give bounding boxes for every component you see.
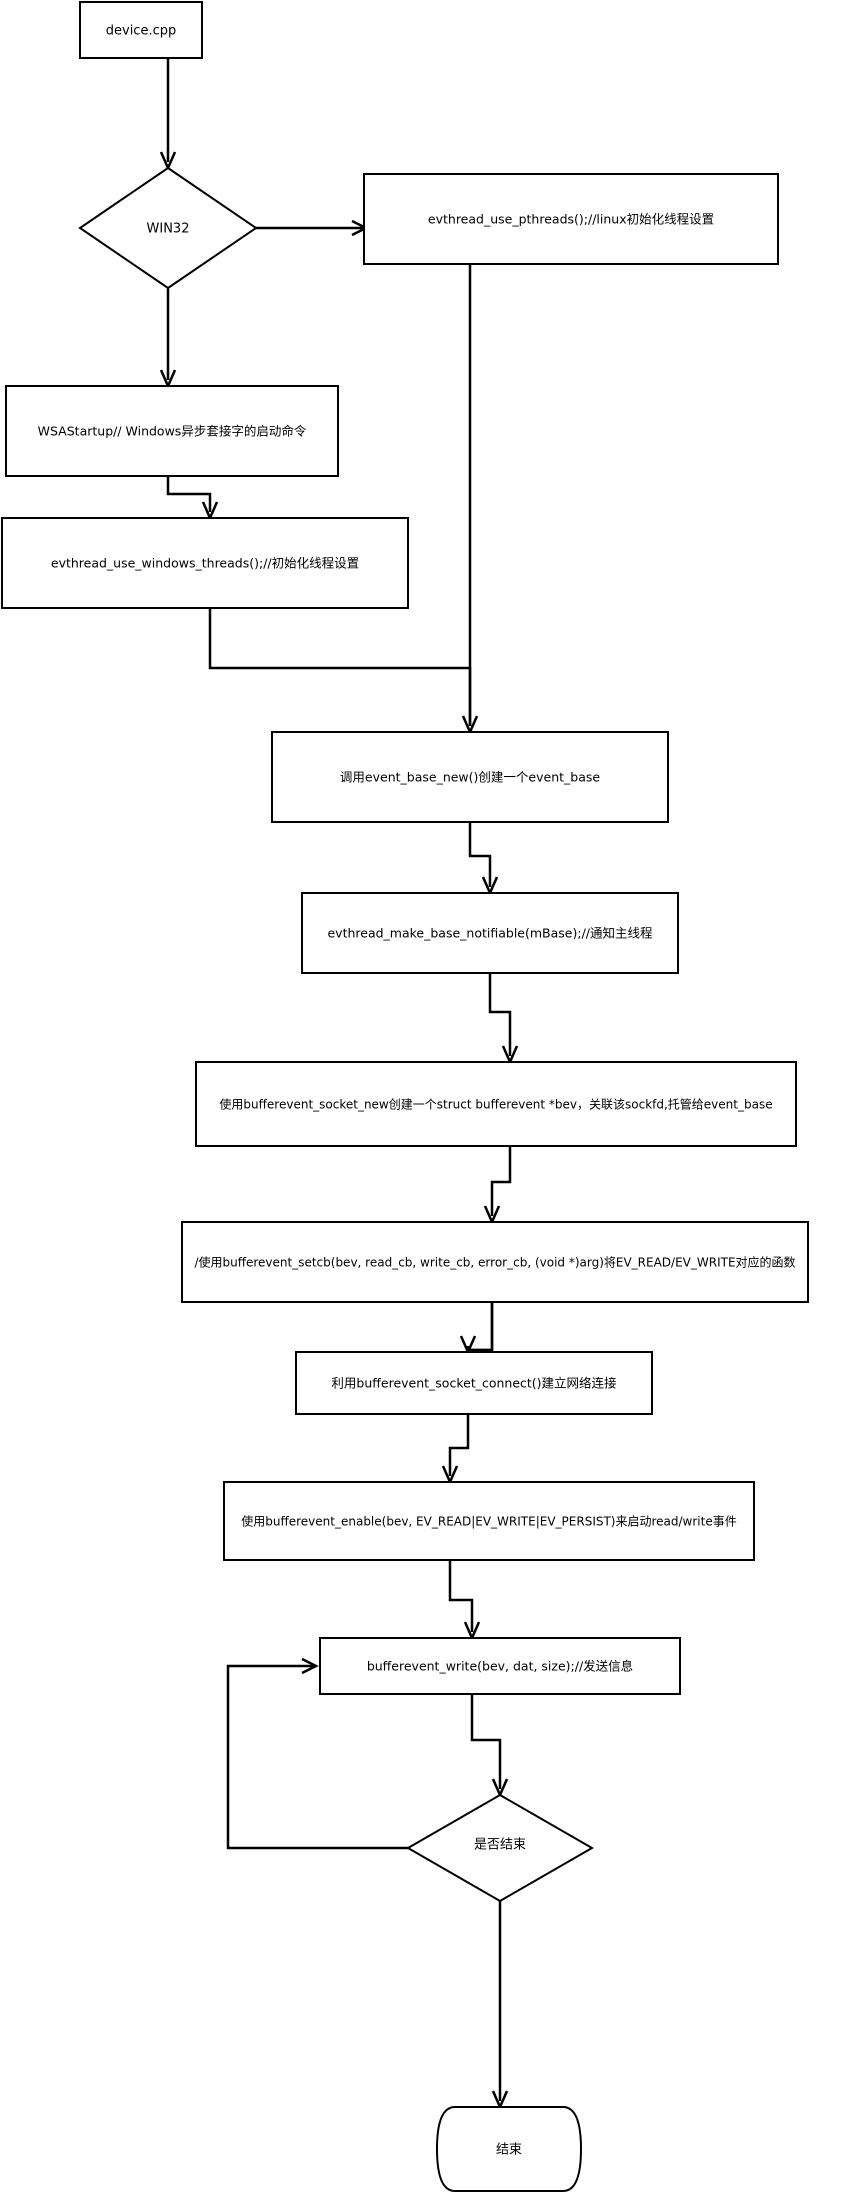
node-wsastartup[interactable]: WSAStartup// Windows异步套接字的启动命令 <box>5 385 339 477</box>
nodes-layer: device.cpp WIN32 evthread_use_pthreads()… <box>1 1 809 2192</box>
edge-socketnew-to-setcb <box>483 1146 512 1226</box>
node-decision-is-finished[interactable]: 是否结束 <box>405 1793 595 1903</box>
node-bufferevent-setcb[interactable]: /使用bufferevent_setcb(bev, read_cb, write… <box>181 1221 809 1303</box>
node-bufferevent-enable-label: 使用bufferevent_enable(bev, EV_READ|EV_WRI… <box>241 1514 736 1529</box>
node-bufferevent-setcb-label: /使用bufferevent_setcb(bev, read_cb, write… <box>194 1255 795 1270</box>
edge-setcb-to-connect <box>459 1302 494 1356</box>
node-device-cpp[interactable]: device.cpp <box>79 1 203 59</box>
node-bufferevent-socket-new[interactable]: 使用bufferevent_socket_new创建一个struct buffe… <box>195 1061 797 1147</box>
node-wsastartup-label: WSAStartup// Windows异步套接字的启动命令 <box>38 424 307 439</box>
node-evthread-make-base-notifiable[interactable]: evthread_make_base_notifiable(mBase);//通… <box>301 892 679 974</box>
node-bufferevent-write[interactable]: bufferevent_write(bev, dat, size);//发送信息 <box>319 1637 681 1695</box>
edge-connect-to-enable <box>441 1414 470 1486</box>
node-evthread-use-windows-threads-label: evthread_use_windows_threads();//初始化线程设置 <box>51 556 359 571</box>
node-end-terminator[interactable]: 结束 <box>435 2106 583 2192</box>
node-event-base-new[interactable]: 调用event_base_new()创建一个event_base <box>271 731 669 823</box>
edge-write-to-decision <box>470 1694 509 1799</box>
node-evthread-use-pthreads[interactable]: evthread_use_pthreads();//linux初始化线程设置 <box>363 173 779 265</box>
edge-decision-loop-to-write <box>226 1657 408 1850</box>
node-evthread-use-pthreads-label: evthread_use_pthreads();//linux初始化线程设置 <box>428 212 714 227</box>
node-bufferevent-socket-connect[interactable]: 利用bufferevent_socket_connect()建立网络连接 <box>295 1351 653 1415</box>
edge-win32-to-pthreads <box>256 219 369 237</box>
edge-enable-to-write <box>448 1560 481 1642</box>
node-decision-is-finished-label: 是否结束 <box>474 1838 526 1853</box>
node-bufferevent-write-label: bufferevent_write(bev, dat, size);//发送信息 <box>367 1659 633 1674</box>
edge-decision-to-end <box>491 1901 509 2111</box>
node-device-cpp-label: device.cpp <box>106 24 176 39</box>
edge-winthreads-to-eventbase <box>208 608 479 736</box>
node-event-base-new-label: 调用event_base_new()创建一个event_base <box>340 770 600 785</box>
node-bufferevent-enable[interactable]: 使用bufferevent_enable(bev, EV_READ|EV_WRI… <box>223 1481 755 1561</box>
edge-eventbase-to-notifiable <box>468 822 499 897</box>
node-evthread-use-windows-threads[interactable]: evthread_use_windows_threads();//初始化线程设置 <box>1 517 409 609</box>
edge-wsastartup-to-winthreads <box>166 476 219 522</box>
node-evthread-make-base-notifiable-label: evthread_make_base_notifiable(mBase);//通… <box>327 926 653 941</box>
node-win32-decision[interactable]: WIN32 <box>78 166 258 290</box>
edge-notifiable-to-socketnew <box>488 973 519 1066</box>
node-bufferevent-socket-new-label: 使用bufferevent_socket_new创建一个struct buffe… <box>219 1097 772 1112</box>
node-end-terminator-label: 结束 <box>496 2143 522 2158</box>
node-win32-label: WIN32 <box>147 222 190 237</box>
node-bufferevent-socket-connect-label: 利用bufferevent_socket_connect()建立网络连接 <box>331 1376 617 1391</box>
edge-start-to-win32 <box>159 58 177 172</box>
edge-win32-to-wsastartup <box>159 288 177 390</box>
